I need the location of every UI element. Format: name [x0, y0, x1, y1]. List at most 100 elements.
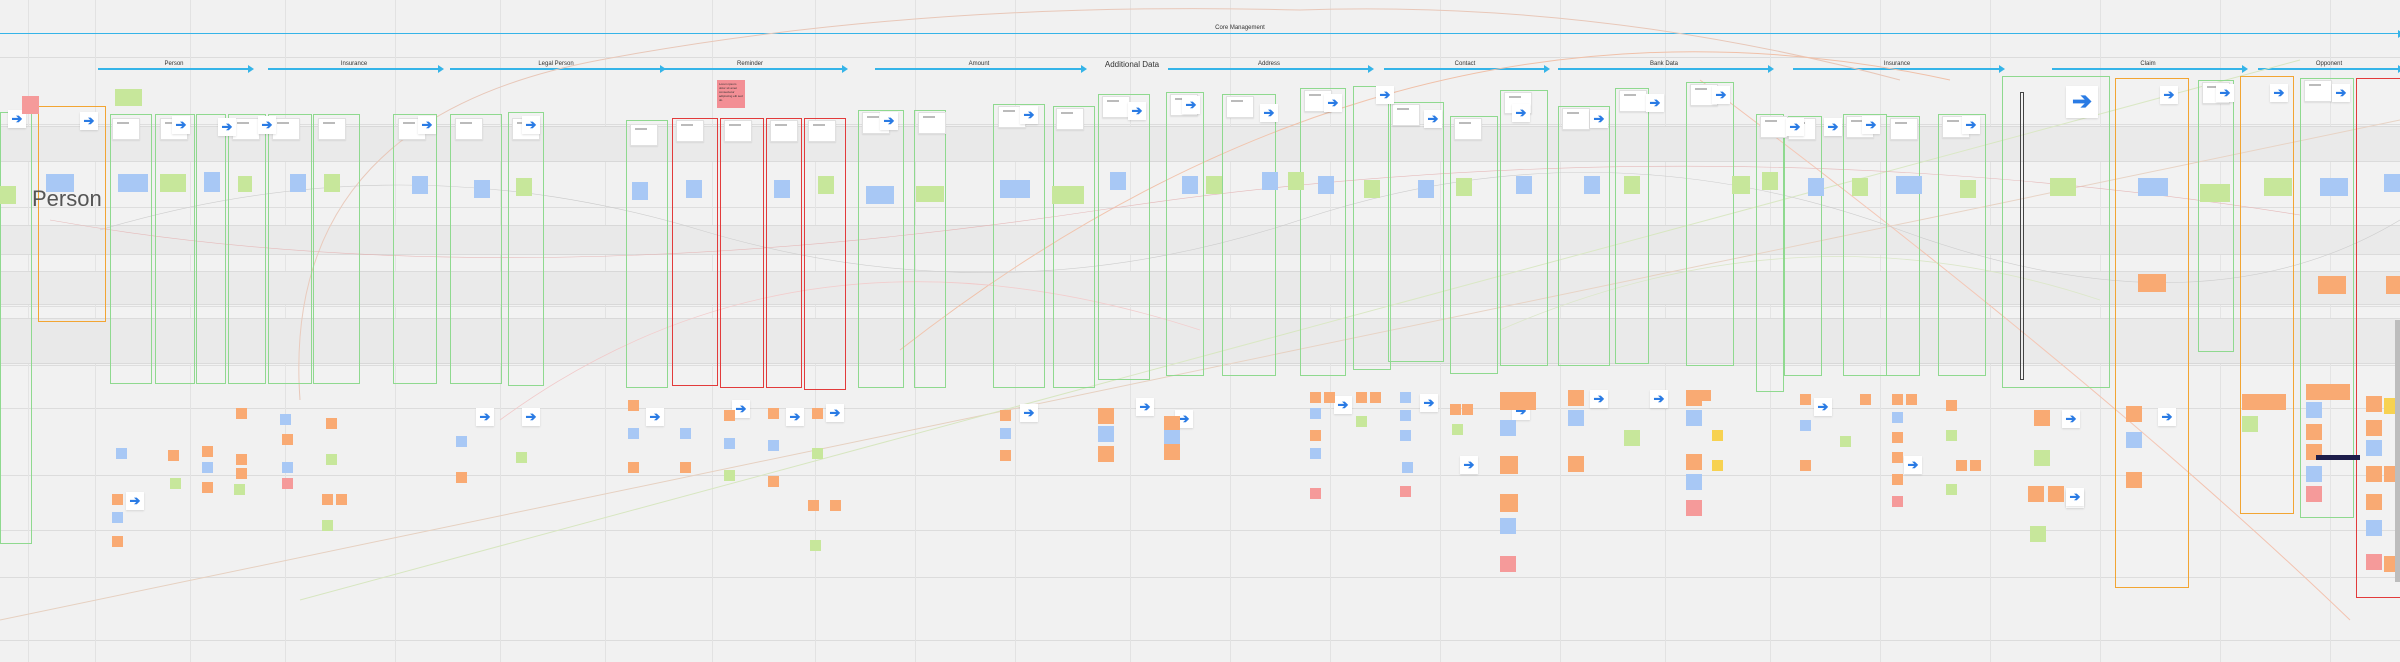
frame-container[interactable]	[672, 118, 718, 386]
frame-container[interactable]	[1500, 90, 1548, 366]
green-sticky-note[interactable]	[1364, 180, 1380, 198]
orange-sticky-note[interactable]	[628, 400, 639, 411]
blue-sticky-note[interactable]	[2306, 466, 2322, 482]
orange-sticky-note[interactable]	[1000, 410, 1011, 421]
frame-container[interactable]	[720, 118, 764, 388]
orange-sticky-note[interactable]	[768, 408, 779, 419]
green-sticky-note[interactable]	[160, 174, 186, 192]
orange-sticky-note[interactable]	[202, 482, 213, 493]
blue-sticky-note[interactable]	[632, 182, 648, 200]
orange-sticky-note[interactable]	[1860, 394, 1871, 405]
blue-sticky-note[interactable]	[282, 462, 293, 473]
orange-sticky-note[interactable]	[2366, 396, 2382, 412]
orange-sticky-note[interactable]	[1518, 392, 1536, 410]
green-sticky-note[interactable]	[1624, 176, 1640, 194]
green-sticky-note[interactable]	[1852, 178, 1868, 196]
orange-sticky-note[interactable]	[1356, 392, 1367, 403]
frame-container[interactable]	[1098, 94, 1150, 380]
blue-sticky-note[interactable]	[204, 172, 220, 192]
arrow-right-icon[interactable]: ➔	[1334, 396, 1352, 414]
green-sticky-note[interactable]	[2264, 178, 2292, 196]
blue-sticky-note[interactable]	[1892, 412, 1903, 423]
green-sticky-note[interactable]	[810, 540, 821, 551]
frame-container[interactable]	[1938, 114, 1986, 376]
blue-sticky-note[interactable]	[1310, 448, 1321, 459]
green-sticky-note[interactable]	[916, 186, 944, 202]
orange-sticky-note[interactable]	[112, 494, 123, 505]
orange-sticky-note[interactable]	[1462, 404, 1473, 415]
blue-sticky-note[interactable]	[46, 174, 74, 192]
blue-sticky-note[interactable]	[2366, 440, 2382, 456]
orange-sticky-note[interactable]	[236, 454, 247, 465]
green-sticky-note[interactable]	[818, 176, 834, 194]
arrow-right-icon[interactable]: ➔	[80, 112, 98, 130]
arrow-right-icon[interactable]: ➔	[1824, 118, 1842, 136]
arrow-right-icon[interactable]: ➔	[786, 408, 804, 426]
blue-sticky-note[interactable]	[1000, 428, 1011, 439]
blue-sticky-note[interactable]	[1686, 410, 1702, 426]
frame-container[interactable]	[508, 112, 544, 386]
blue-sticky-note[interactable]	[1098, 426, 1114, 442]
arrow-right-icon[interactable]: ➔	[1904, 456, 1922, 474]
frame-container[interactable]	[450, 114, 502, 384]
pink-sticky-note[interactable]	[1500, 556, 1516, 572]
orange-sticky-note[interactable]	[1568, 390, 1584, 406]
frame-container[interactable]	[914, 110, 946, 388]
arrow-right-icon[interactable]: ➔	[1020, 106, 1038, 124]
arrow-right-icon[interactable]: ➔	[1324, 94, 1342, 112]
pink-sticky-note[interactable]	[22, 96, 39, 114]
blue-sticky-note[interactable]	[1896, 176, 1922, 194]
blue-sticky-note[interactable]	[1400, 392, 1411, 403]
green-sticky-note[interactable]	[1206, 176, 1222, 194]
blue-sticky-note[interactable]	[112, 512, 123, 523]
green-sticky-note[interactable]	[1452, 424, 1463, 435]
orange-sticky-note[interactable]	[2256, 394, 2272, 410]
arrow-right-icon[interactable]: ➔	[1260, 104, 1278, 122]
frame-container[interactable]	[1843, 114, 1887, 376]
blue-sticky-note[interactable]	[1110, 172, 1126, 190]
orange-sticky-note[interactable]	[1892, 394, 1903, 405]
orange-sticky-note[interactable]	[2138, 274, 2166, 292]
orange-sticky-note[interactable]	[768, 476, 779, 487]
arrow-right-icon[interactable]: ➔	[1020, 404, 1038, 422]
orange-sticky-note[interactable]	[1098, 408, 1114, 424]
orange-sticky-note[interactable]	[2126, 472, 2142, 488]
arrow-right-icon[interactable]: ➔	[258, 116, 276, 134]
pink-sticky-note[interactable]	[2306, 486, 2322, 502]
blue-sticky-note[interactable]	[2320, 178, 2348, 196]
arrow-right-icon[interactable]: ➔	[218, 118, 236, 136]
arrow-right-icon[interactable]: ➔	[2062, 410, 2080, 428]
blue-sticky-note[interactable]	[2138, 178, 2168, 196]
frame-container[interactable]	[766, 118, 802, 388]
blue-sticky-note[interactable]	[1808, 178, 1824, 196]
green-sticky-note[interactable]	[1052, 186, 1084, 204]
frame-container[interactable]	[2002, 76, 2110, 388]
blue-sticky-note[interactable]	[1400, 410, 1411, 421]
blue-sticky-note[interactable]	[412, 176, 428, 194]
arrow-right-icon[interactable]: ➔	[1712, 86, 1730, 104]
blue-sticky-note[interactable]	[768, 440, 779, 451]
arrow-right-icon[interactable]: ➔	[2332, 84, 2350, 102]
orange-sticky-note[interactable]	[2306, 384, 2322, 400]
blue-sticky-note[interactable]	[680, 428, 691, 439]
orange-sticky-note[interactable]	[336, 494, 347, 505]
orange-sticky-note[interactable]	[724, 410, 735, 421]
green-sticky-note[interactable]	[1762, 172, 1778, 190]
green-sticky-note[interactable]	[724, 470, 735, 481]
orange-sticky-note[interactable]	[112, 536, 123, 547]
arrow-right-icon[interactable]: ➔	[2158, 408, 2176, 426]
orange-sticky-note[interactable]	[2126, 406, 2142, 422]
green-sticky-note[interactable]	[1946, 484, 1957, 495]
orange-sticky-note[interactable]	[1970, 460, 1981, 471]
green-sticky-note[interactable]	[1288, 172, 1304, 190]
arrow-right-icon[interactable]: ➔	[2066, 86, 2098, 118]
green-sticky-note[interactable]	[1624, 430, 1640, 446]
vertical-scrollbar[interactable]	[2395, 320, 2400, 582]
orange-sticky-note[interactable]	[808, 500, 819, 511]
green-sticky-note[interactable]	[1456, 178, 1472, 196]
orange-sticky-note[interactable]	[1686, 454, 1702, 470]
blue-sticky-note[interactable]	[474, 180, 490, 198]
blue-sticky-note[interactable]	[118, 174, 148, 192]
orange-sticky-note[interactable]	[1310, 430, 1321, 441]
orange-sticky-note[interactable]	[1450, 404, 1461, 415]
